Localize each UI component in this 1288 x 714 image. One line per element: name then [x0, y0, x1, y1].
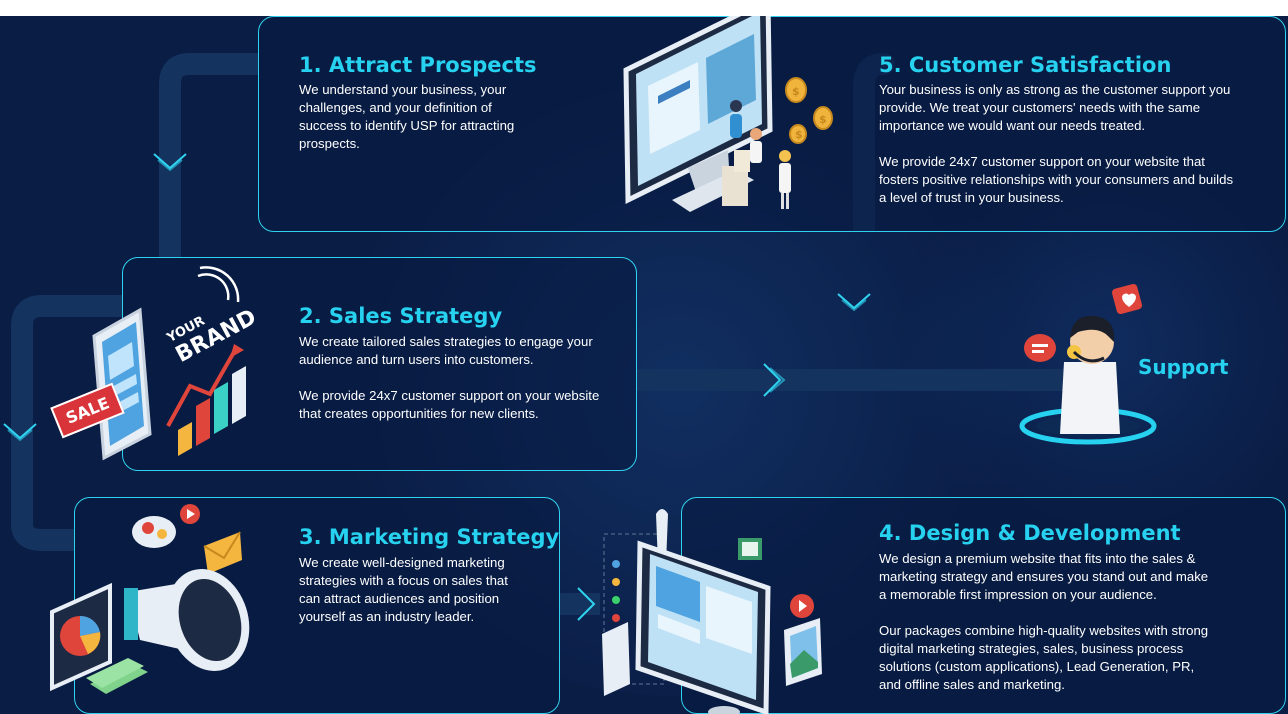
chevron-down-icon: [837, 293, 871, 310]
process-infographic: 1. Attract Prospects We understand your …: [0, 16, 1288, 714]
step-description: We create well-designed marketing strate…: [299, 555, 508, 624]
marketing-megaphone-illustration: [50, 504, 250, 694]
support-label: Support: [1138, 355, 1229, 379]
step-description: We understand your business, your challe…: [299, 82, 515, 151]
svg-text:$: $: [795, 128, 803, 141]
step-title: 5. Customer Satisfaction: [879, 53, 1172, 77]
step-title: 2. Sales Strategy: [299, 304, 503, 328]
step-title: 4. Design & Development: [879, 521, 1181, 545]
chevron-right-icon: [763, 363, 782, 397]
step-description: We design a premium website that fits in…: [879, 551, 1209, 602]
brand-sale-illustration: YOUR BRAND SALE: [50, 266, 261, 466]
monitor-people-illustration: $ $ $: [623, 16, 833, 212]
chevron-right-icon: [577, 587, 596, 621]
step-title: 3. Marketing Strategy: [299, 525, 560, 549]
step-description: We provide 24x7 customer support on your…: [299, 388, 600, 421]
step-card-design-development: 4. Design & Development We design a prem…: [681, 497, 1286, 714]
support-agent-illustration: [1019, 283, 1157, 445]
step-title: 1. Attract Prospects: [299, 53, 537, 77]
design-monitor-illustration: [602, 509, 822, 714]
step-description: Your business is only as strong as the c…: [879, 82, 1231, 133]
svg-text:$: $: [792, 85, 800, 98]
step-description: We provide 24x7 customer support on your…: [879, 154, 1234, 205]
step-description: Our packages combine high-quality websit…: [879, 623, 1209, 692]
svg-text:$: $: [819, 113, 827, 126]
brand-phone-graphic: [92, 266, 246, 461]
chevron-down-icon: [153, 153, 187, 170]
step-description: We create tailored sales strategies to e…: [299, 334, 593, 367]
chevron-down-icon: [3, 423, 37, 440]
